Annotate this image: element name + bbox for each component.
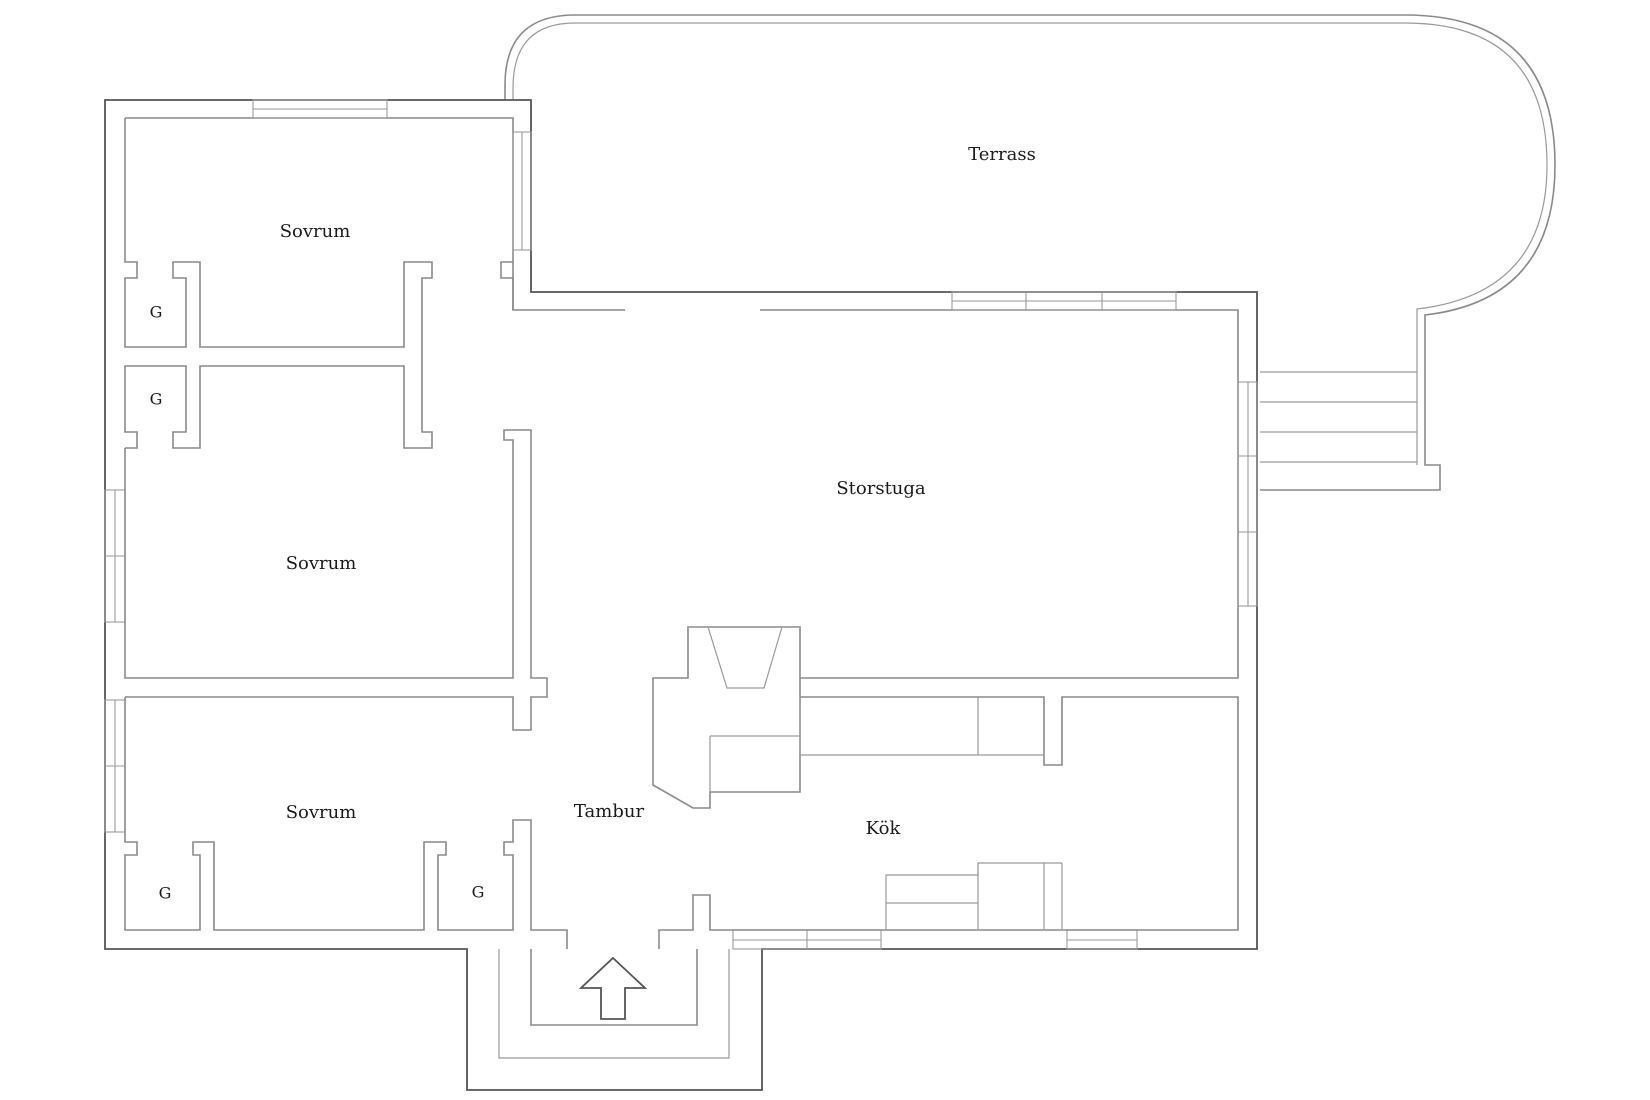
interior-walls [124,118,1239,1059]
arrow-up-icon [578,956,648,1020]
closet-label-3: G [159,884,172,903]
room-label-kitchen: Kök [866,818,902,839]
closet-label-1: G [150,303,163,322]
room-label-entrance: Tambur [574,801,645,822]
room-label-bedroom-bottom: Sovrum [286,802,357,823]
closet-label-4: G [472,883,485,902]
closet-label-2: G [150,390,163,409]
room-label-bedroom-middle: Sovrum [286,553,357,574]
windows [104,99,1258,950]
room-label-bedroom-top: Sovrum [280,221,351,242]
outer-walls [104,99,1258,1091]
terrace [504,14,1556,491]
room-label-living-room: Storstuga [836,478,926,499]
room-label-terrace: Terrass [968,144,1036,165]
